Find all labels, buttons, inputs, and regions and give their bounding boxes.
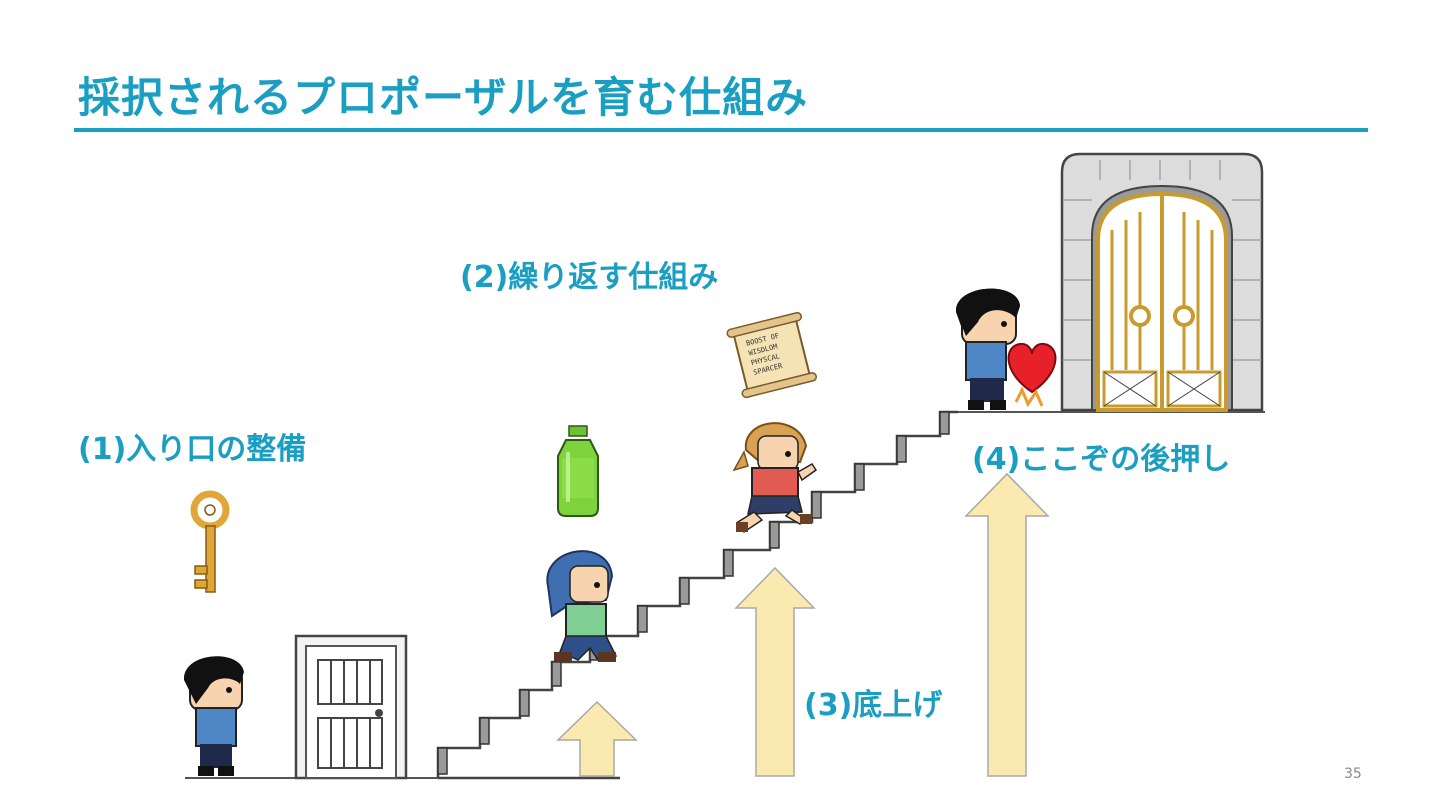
scroll-icon: BOOST OF WISDLOM PHYSCAL SPARCER xyxy=(726,311,817,399)
bottle-icon xyxy=(557,425,599,517)
character-girl-blue-hair xyxy=(546,550,618,662)
arrow-small xyxy=(556,700,638,777)
label-repeat: (2)繰り返す仕組み xyxy=(460,260,719,295)
label-push: (4)ここぞの後押し xyxy=(972,442,1231,477)
label-raise: (3)底上げ xyxy=(804,688,943,723)
character-boy-start xyxy=(183,656,244,776)
door-icon xyxy=(294,634,408,780)
gate-icon xyxy=(1060,152,1264,412)
arrow-medium xyxy=(734,566,816,777)
heart-icon xyxy=(1007,342,1057,408)
key-icon xyxy=(190,490,230,593)
page-number: 35 xyxy=(1344,766,1362,782)
character-boy-top xyxy=(955,288,1020,410)
character-girl-running xyxy=(732,422,818,534)
title-underline xyxy=(74,128,1368,132)
slide-title: 採択されるプロポーザルを育む仕組み xyxy=(78,73,809,122)
arrow-large xyxy=(964,472,1050,777)
label-entrance: (1)入り口の整備 xyxy=(78,432,307,467)
